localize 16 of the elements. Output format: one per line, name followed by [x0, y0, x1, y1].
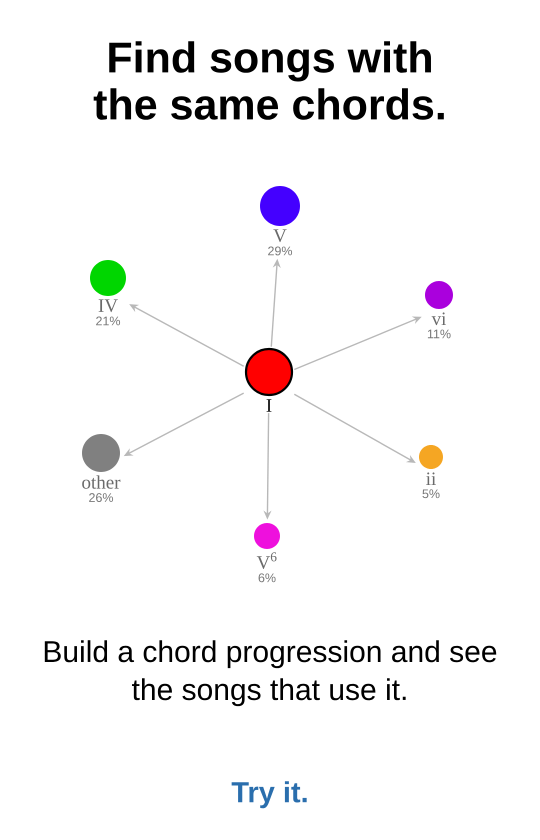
chord-label: I: [266, 399, 272, 412]
chord-label: IV: [98, 299, 118, 312]
chord-label: vi: [432, 312, 446, 326]
chord-label: V: [273, 229, 287, 242]
percentage-label: 29%: [268, 246, 292, 256]
title: Find songs with the same chords.: [94, 41, 444, 120]
percentage-label: 6%: [258, 573, 276, 582]
percentage-label: 26%: [89, 493, 114, 502]
description: Build a chord progression and see the songs that use it.: [44, 640, 496, 706]
chord-label: V$^{6}$: [256, 552, 277, 569]
percentage-label: 21%: [96, 316, 120, 326]
percentage-label: 5%: [422, 489, 440, 498]
link: Try it.: [232, 781, 307, 808]
chord-label: other: [82, 475, 120, 489]
percentage-label: 11%: [428, 330, 451, 338]
chord-label: ii: [426, 472, 436, 485]
